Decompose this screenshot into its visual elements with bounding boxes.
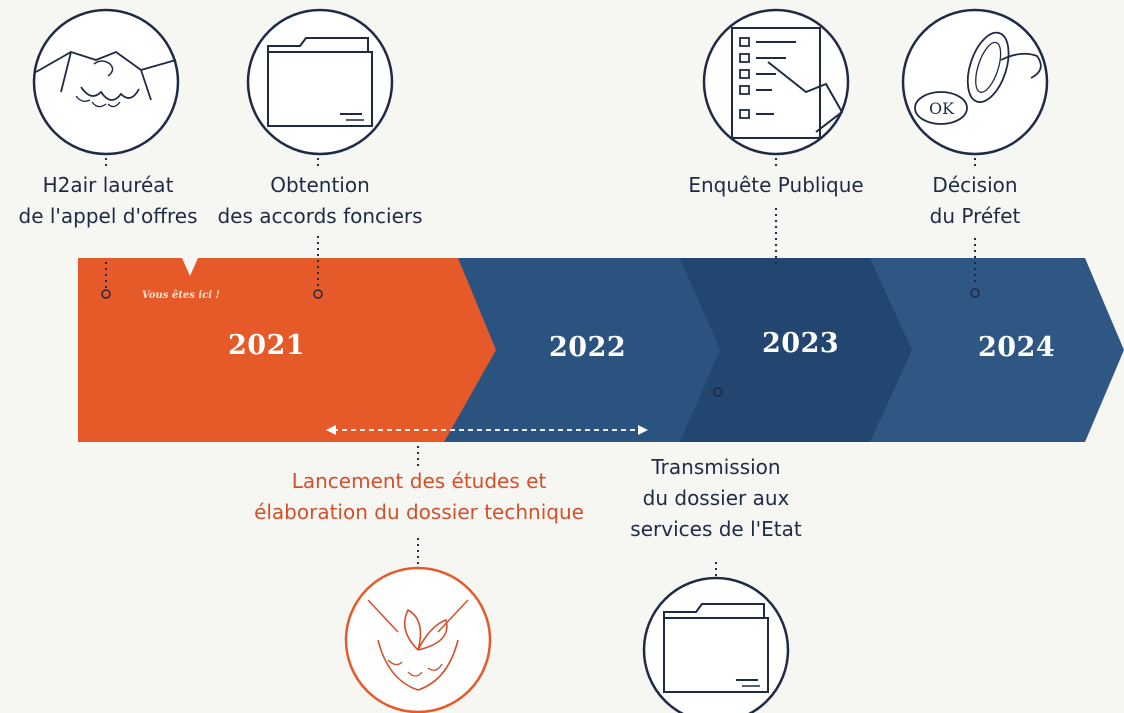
here-marker-label: Vous êtes ici !	[142, 290, 220, 301]
dot-transmission-band	[713, 387, 723, 397]
plant-hands-icon	[344, 566, 492, 713]
dot-foncier	[313, 289, 323, 299]
dot-prefet	[970, 288, 980, 298]
milestone-label-prefet: Décision du Préfet	[929, 173, 1021, 228]
folder-icon	[246, 8, 394, 156]
duration-arrow-left-head	[326, 425, 336, 435]
year-band-2023	[640, 258, 912, 442]
svg-text:OK: OK	[929, 99, 955, 118]
year-band-2021	[78, 258, 496, 442]
handshake-icon	[32, 8, 180, 156]
year-2024: 2024	[978, 332, 1056, 363]
year-2021: 2021	[228, 330, 306, 361]
ok-stamp-icon: OK	[901, 8, 1049, 156]
here-marker-notch	[182, 258, 198, 276]
dot-h2air	[101, 289, 111, 299]
checklist-icon	[702, 8, 850, 156]
milestone-label-h2air: H2air lauréat de l'appel d'offres	[18, 173, 198, 228]
year-2023: 2023	[762, 328, 840, 359]
duration-arrow-right-head	[638, 425, 648, 435]
folder-icon	[642, 576, 790, 713]
milestone-label-foncier: Obtention des accords fonciers	[217, 173, 423, 228]
milestone-label-transmission: Transmission du dossier aux services de …	[630, 455, 802, 541]
year-2022: 2022	[549, 332, 627, 363]
year-band-2022	[430, 258, 720, 442]
milestone-label-etudes: Lancement des études et élaboration du d…	[254, 469, 584, 524]
milestone-label-enquete: Enquête Publique	[688, 173, 864, 197]
